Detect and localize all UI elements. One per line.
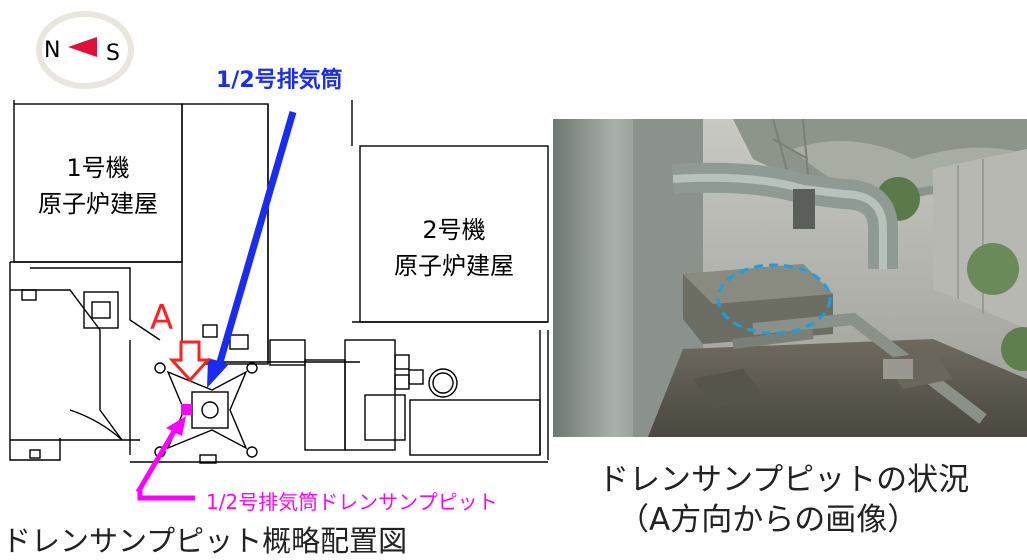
unit1-line2: 原子炉建屋: [38, 190, 158, 218]
stack-label: 1/2号排気筒: [216, 68, 343, 93]
pit-arrow-head-icon: [166, 416, 186, 436]
drain-pit-marker: [181, 404, 192, 415]
compass-n-label: N: [44, 38, 61, 63]
pit-label: 1/2号排気筒ドレンサンプピット: [206, 490, 498, 514]
stack-arrow-head-icon: [207, 358, 229, 388]
pit-arrow-diagonal: [135, 426, 179, 494]
unit2-line1: 2号機: [422, 216, 486, 244]
unit2-line2: 原子炉建屋: [394, 252, 514, 280]
photo-caption-line1: ドレンサンプピットの状況: [598, 462, 970, 498]
unit2-building: [359, 145, 549, 323]
pit-arrow: [137, 490, 195, 501]
unit1-building: [13, 103, 183, 263]
direction-a-arrow-icon: [168, 340, 212, 383]
direction-a-label: A: [150, 298, 174, 338]
site-outlines: [9, 100, 549, 464]
exhaust-stack: [154, 362, 258, 458]
unit2-label: 2号機 原子炉建屋: [360, 212, 548, 284]
compass-pointer-icon: [68, 37, 97, 57]
map-title: ドレンサンプピット概略配置図: [2, 524, 408, 558]
photo-caption-line2: （A方向からの画像）: [618, 502, 919, 538]
unit1-line1: 1号機: [66, 154, 130, 182]
unit1-label: 1号機 原子炉建屋: [14, 150, 182, 222]
pit-highlight-ellipse: [716, 263, 832, 335]
site-photo: [553, 119, 1027, 437]
compass-s-label: S: [106, 41, 120, 66]
stack-arrow: [216, 111, 297, 363]
layout-map: [9, 11, 549, 501]
